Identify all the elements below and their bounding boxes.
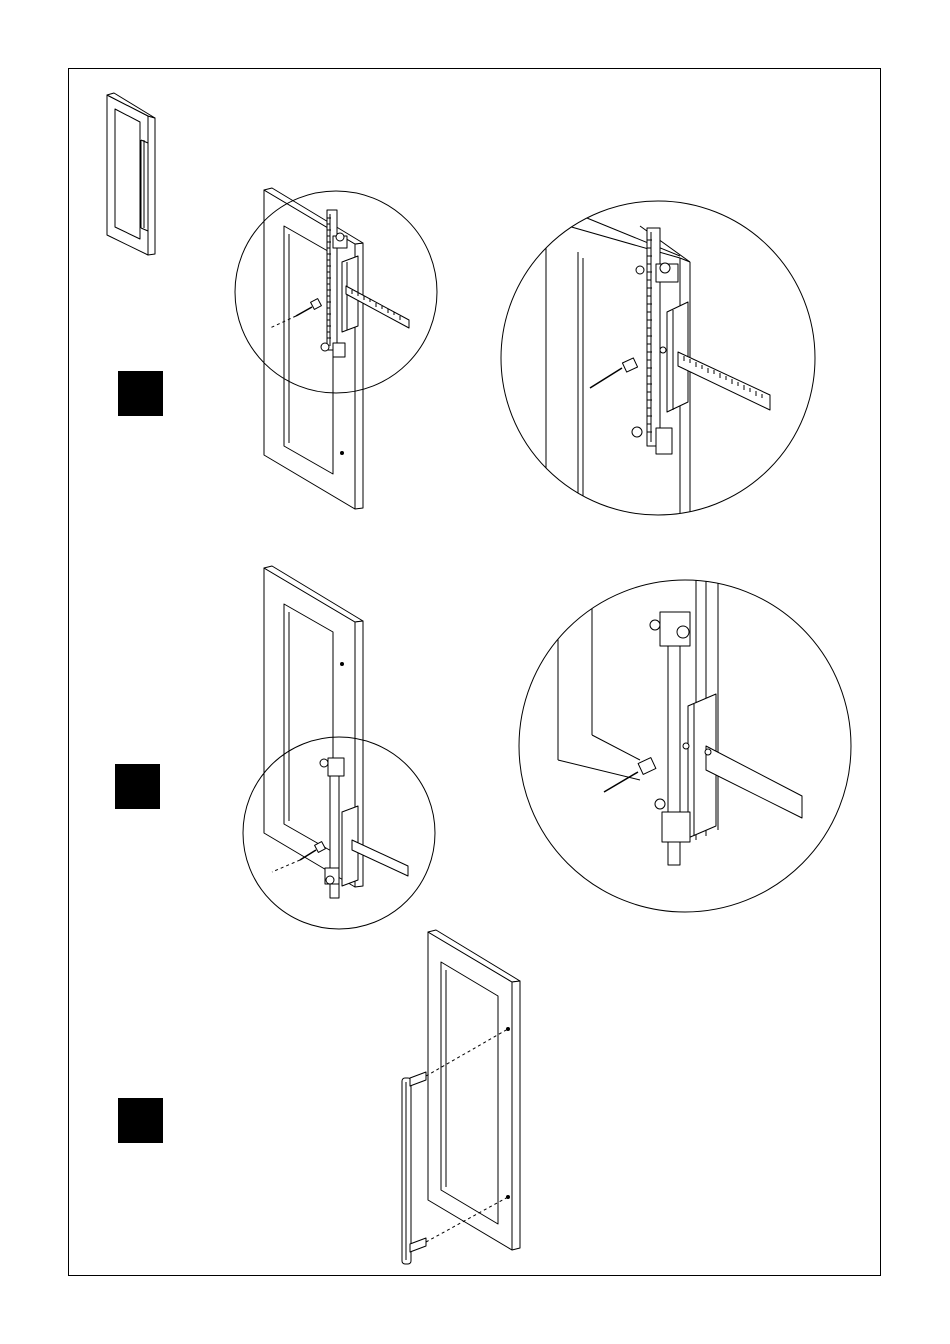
step-3-door xyxy=(428,930,520,1250)
step-1-door xyxy=(264,188,363,509)
step-1-zoom-magnifier-circle-icon xyxy=(501,201,815,520)
door-thumbnail-icon xyxy=(107,93,155,255)
step-2-zoom-magnifier-circle-icon xyxy=(519,560,851,912)
